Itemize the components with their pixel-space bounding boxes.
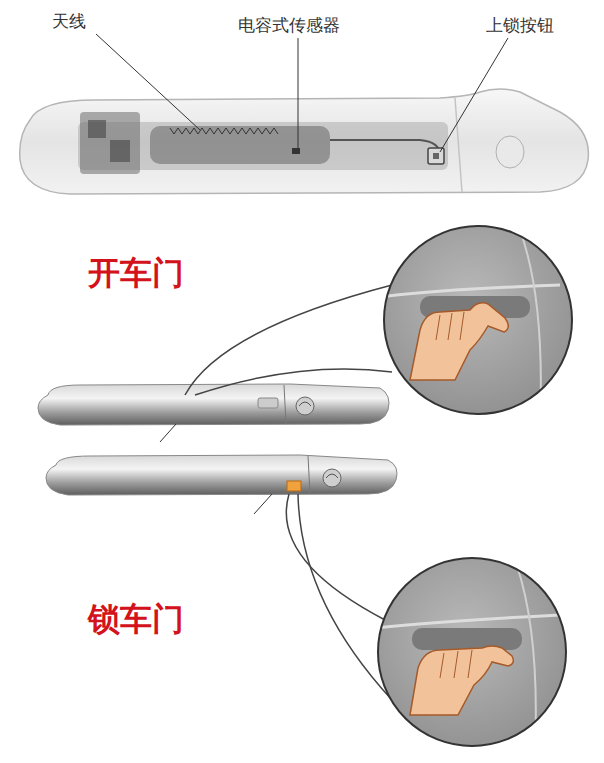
action-label: 锁车门 xyxy=(88,598,184,642)
part-label: 上锁按钮 xyxy=(486,14,554,37)
handle-lock xyxy=(46,455,397,514)
part-label: 天线 xyxy=(52,10,86,33)
part-label: 电容式传感器 xyxy=(238,14,340,37)
zoom-lock xyxy=(360,555,575,755)
leader-lines xyxy=(96,34,508,152)
action-label: 开车门 xyxy=(88,252,184,296)
handle-cutaway xyxy=(20,89,589,194)
zoom-open xyxy=(360,220,580,420)
handle-open xyxy=(38,384,389,442)
